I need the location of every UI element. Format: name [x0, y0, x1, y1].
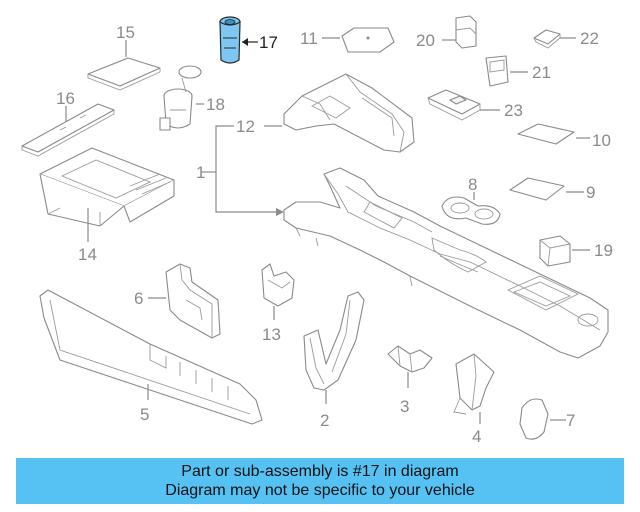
label-6: 6 — [134, 289, 143, 308]
label-5: 5 — [140, 405, 149, 424]
part-15[interactable]: 15 — [87, 23, 161, 91]
label-10: 10 — [592, 131, 611, 150]
part-10[interactable]: 10 — [517, 123, 611, 150]
label-22: 22 — [580, 29, 599, 48]
part-12[interactable]: 12 — [236, 73, 415, 153]
label-19: 19 — [594, 241, 613, 260]
label-3: 3 — [400, 397, 409, 416]
label-2: 2 — [320, 411, 329, 430]
part-23[interactable]: 23 — [427, 89, 523, 121]
part-14[interactable]: 14 — [39, 147, 175, 264]
label-12: 12 — [236, 117, 255, 136]
label-18: 18 — [206, 95, 225, 114]
label-20: 20 — [416, 31, 435, 50]
part-1[interactable]: 1 — [196, 125, 609, 359]
part-16[interactable]: 16 — [21, 89, 115, 157]
part-9[interactable]: 9 — [509, 177, 595, 202]
part-17[interactable]: 17 — [219, 16, 278, 64]
part-7[interactable]: 7 — [519, 398, 575, 440]
label-15: 15 — [116, 23, 135, 42]
label-7: 7 — [566, 411, 575, 430]
part-5[interactable]: 5 — [39, 289, 263, 425]
part-19[interactable]: 19 — [539, 235, 613, 267]
banner-line-1: Part or sub-assembly is #17 in diagram — [181, 463, 459, 480]
label-11: 11 — [300, 29, 318, 48]
label-9: 9 — [586, 183, 595, 202]
part-22[interactable]: 22 — [533, 29, 599, 49]
label-21: 21 — [532, 63, 551, 82]
part-18[interactable]: 18 — [159, 65, 225, 131]
label-16: 16 — [56, 89, 75, 108]
label-4: 4 — [472, 427, 481, 446]
banner-line-2: Diagram may not be specific to your vehi… — [165, 482, 475, 499]
part-20[interactable]: 20 — [416, 15, 477, 50]
label-14: 14 — [78, 245, 97, 264]
part-info-banner: Part or sub-assembly is #17 in diagram D… — [16, 458, 624, 504]
label-8: 8 — [468, 175, 477, 194]
part-13[interactable]: 13 — [261, 263, 295, 344]
part-2[interactable]: 2 — [303, 291, 365, 430]
label-17: 17 — [259, 33, 278, 52]
part-11[interactable]: 11 — [300, 27, 395, 53]
label-23: 23 — [504, 101, 523, 120]
part-3[interactable]: 3 — [387, 345, 433, 416]
part-6[interactable]: 6 — [134, 263, 221, 339]
label-13: 13 — [262, 325, 281, 344]
label-1: 1 — [196, 163, 205, 182]
part-8[interactable]: 8 — [441, 175, 501, 225]
part-21[interactable]: 21 — [485, 55, 551, 87]
part-4[interactable]: 4 — [453, 353, 495, 446]
